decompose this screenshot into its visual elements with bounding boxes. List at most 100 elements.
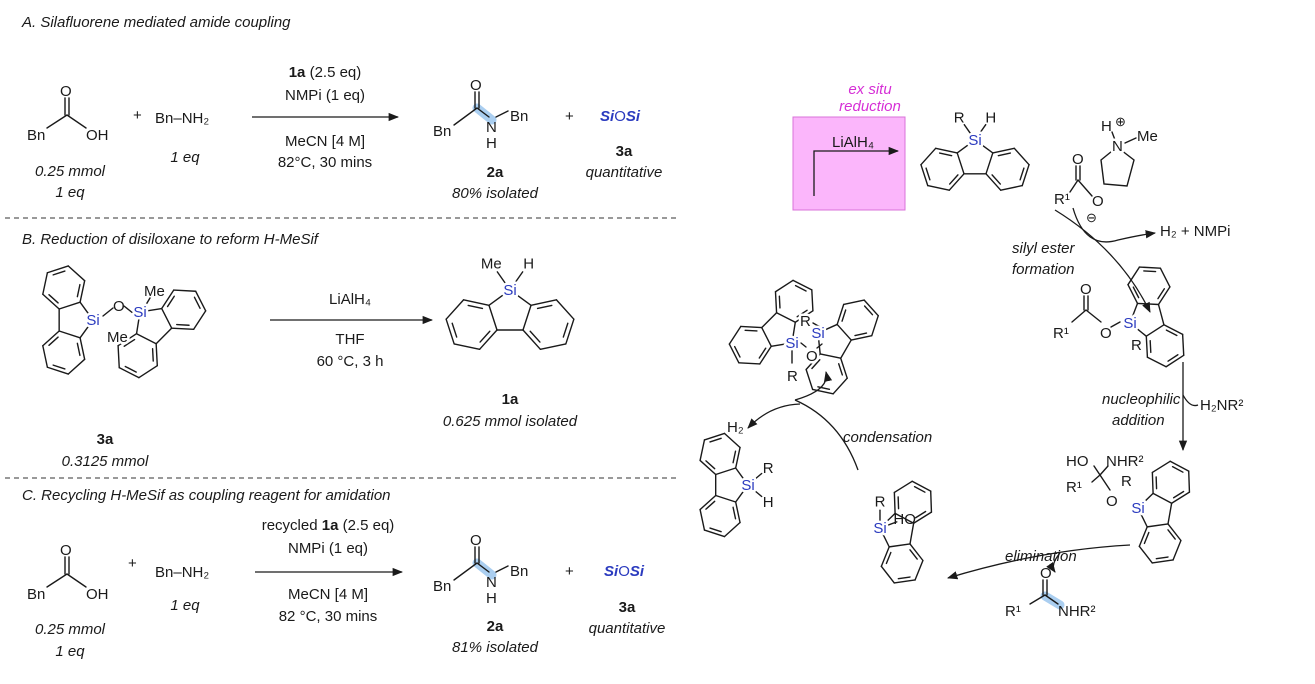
bond <box>1157 303 1165 326</box>
ring-double-bond <box>705 500 716 510</box>
conditions-base: NMPi (1 eq) <box>285 87 365 104</box>
condensation-arrow <box>794 370 833 401</box>
atom-ho: HO <box>893 511 916 528</box>
substituent-bond <box>978 123 987 135</box>
ring-bond <box>738 362 761 365</box>
atom-h: H <box>763 494 774 511</box>
panel-b-title: B. Reduction of disiloxane to reform H-M… <box>22 231 320 248</box>
ring-double-bond <box>705 460 716 470</box>
ring-bond <box>1163 324 1184 336</box>
ring-bond <box>840 357 848 379</box>
ring-double-bond <box>1155 556 1169 560</box>
ring-bond <box>912 511 933 524</box>
substituent-bond <box>963 123 972 135</box>
ring-bond <box>453 343 481 351</box>
atom-o: O <box>1106 493 1118 510</box>
ring-bond <box>893 480 913 494</box>
panel-b: B. Reduction of disiloxane to reform H-M… <box>22 231 578 470</box>
ring-bond <box>948 173 965 191</box>
ring-double-bond <box>778 295 781 309</box>
bond <box>1146 523 1169 528</box>
nmpi-cation: H ⊕ N Me <box>1100 114 1158 187</box>
ring-bond <box>734 446 741 469</box>
ring-double-bond <box>914 510 927 519</box>
atom-si: Si <box>741 477 754 494</box>
bond <box>894 512 915 524</box>
conditions-reagent: recycled 1a (2.5 eq) <box>262 517 395 534</box>
atom-bn: Bn <box>433 578 451 595</box>
bond <box>145 307 163 312</box>
substituent-bond <box>752 489 763 498</box>
ring-bond <box>1127 266 1141 286</box>
acid-structure: O Bn OH <box>27 542 109 603</box>
ring-bond <box>522 329 542 351</box>
atom-nhr2: NHR² <box>1058 603 1096 620</box>
ring-bond <box>138 364 159 379</box>
bond <box>135 317 140 335</box>
atom-me: Me <box>144 283 165 300</box>
ring-bond <box>1138 545 1153 564</box>
ring-bond <box>1145 335 1149 358</box>
ring-bond <box>836 303 845 326</box>
bond <box>1134 326 1148 337</box>
ring-bond <box>117 345 120 369</box>
reduction-reagent: LiAlH₄ <box>832 134 874 151</box>
ring-double-bond <box>925 167 931 181</box>
ring-double-bond <box>796 309 808 318</box>
product-id: 2a <box>487 164 504 181</box>
ring-double-bond <box>166 295 175 308</box>
plus-sign: + <box>565 563 574 580</box>
h2-release-arrow <box>747 403 801 429</box>
bond <box>135 333 157 345</box>
ring-double-bond <box>193 296 201 309</box>
ring-double-bond <box>48 293 59 304</box>
bond <box>909 522 915 545</box>
atom-bn: Bn <box>433 123 451 140</box>
ring-bond <box>192 310 207 331</box>
bond <box>58 301 81 310</box>
ring-double-bond <box>938 152 953 157</box>
negative-charge: ⊖ <box>1086 210 1097 225</box>
ring-double-bond <box>76 283 81 298</box>
ring-double-bond <box>52 364 66 370</box>
ring-bond <box>530 299 558 306</box>
ring-bond <box>565 318 575 345</box>
siosi-label: SiOSi <box>600 108 641 125</box>
tetrahedral-intermediate: HO NHR² R¹ R O Si <box>1066 453 1147 519</box>
ring-bond <box>992 147 1016 154</box>
ring-bond <box>173 289 197 292</box>
atom-h: H <box>985 109 996 126</box>
product-yield: 81% isolated <box>452 639 539 656</box>
ring-bond <box>985 173 1002 191</box>
bond <box>1131 302 1139 318</box>
bond <box>836 323 852 341</box>
ring-bond <box>759 345 772 365</box>
ring-double-bond <box>1157 288 1166 300</box>
atom-o: O <box>1072 151 1084 168</box>
ring-bond <box>934 147 958 154</box>
byproduct-arrow <box>1072 207 1157 243</box>
ring-bond <box>792 279 813 291</box>
ring-double-bond <box>885 551 892 565</box>
ring-bond <box>1021 163 1030 187</box>
ring-bond <box>927 184 950 191</box>
ring-bond <box>1170 491 1191 504</box>
bond <box>79 324 90 339</box>
ring-bond <box>1013 147 1030 166</box>
acid-eq: 1 eq <box>55 643 85 660</box>
acid-amount: 0.25 mmol <box>35 163 106 180</box>
ring-bond <box>703 529 726 538</box>
atom-si: Si <box>811 325 824 342</box>
start-id: 3a <box>97 431 114 448</box>
step-label: nucleophilic <box>1102 391 1181 408</box>
bond <box>956 152 965 175</box>
byproduct-label: H₂ + NMPi <box>1160 223 1230 240</box>
conditions-temp: 60 °C, 3 h <box>317 353 384 370</box>
ring-double-bond <box>758 347 767 359</box>
atom-o: O <box>470 77 482 94</box>
amine: Bn–NH₂ <box>155 110 209 127</box>
bond <box>761 326 772 347</box>
disiloxane: Si R O R Si <box>783 311 827 388</box>
ring-double-bond <box>997 152 1012 157</box>
byproduct-yield: quantitative <box>586 164 663 181</box>
